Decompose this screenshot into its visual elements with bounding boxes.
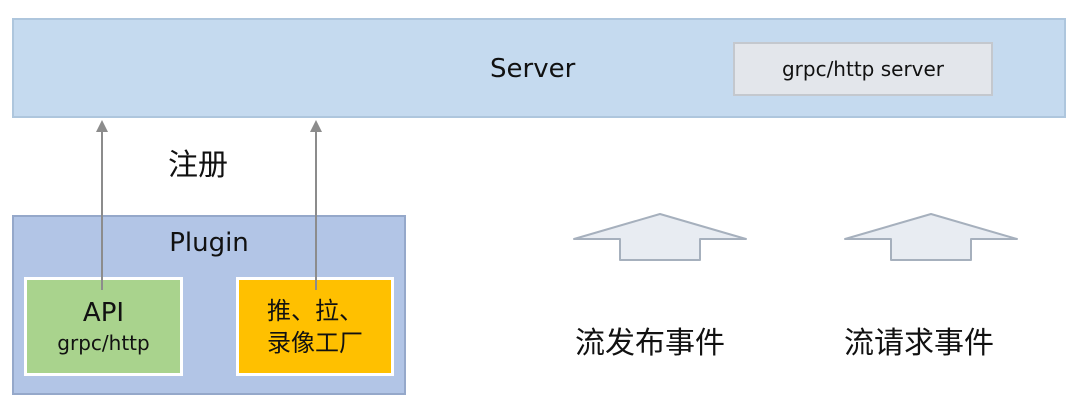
- plugin-label: Plugin: [169, 228, 249, 258]
- grpc-server-box: [733, 42, 993, 96]
- factory-label-line2: 录像工厂: [267, 328, 363, 357]
- factory-label-line1: 推、拉、: [267, 296, 363, 325]
- grpc-server-label: grpc/http server: [781, 57, 945, 81]
- stream-publish-arrow-icon: [573, 213, 747, 261]
- stream-publish-event-label: 流发布事件: [575, 326, 725, 361]
- stream-request-arrow-icon: [844, 213, 1018, 261]
- api-box: API grpc/http: [24, 277, 183, 376]
- server-label: Server: [490, 54, 576, 84]
- api-subtitle: grpc/http: [57, 330, 150, 355]
- register-label: 注册: [168, 148, 228, 183]
- api-title: API: [82, 297, 125, 328]
- stream-request-event-label: 流请求事件: [844, 326, 994, 361]
- factory-box: 推、拉、 录像工厂: [236, 277, 394, 376]
